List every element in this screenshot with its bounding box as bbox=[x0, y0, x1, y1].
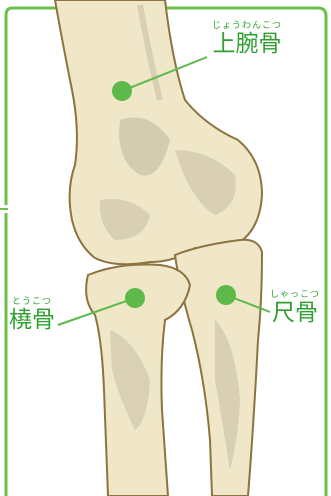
humerus-label: じょうわんこつ 上腕骨 bbox=[205, 22, 289, 57]
ulna-reading: しゃっこつ bbox=[268, 291, 322, 300]
radius-reading: とうこつ bbox=[8, 298, 56, 307]
radius-name: 橈骨 bbox=[8, 307, 56, 333]
humerus-marker bbox=[112, 81, 132, 101]
humerus-reading: じょうわんこつ bbox=[205, 22, 289, 31]
ulna-name: 尺骨 bbox=[268, 300, 322, 326]
ulna-bone bbox=[175, 240, 262, 496]
ulna-marker bbox=[216, 285, 236, 305]
radius-marker bbox=[125, 288, 145, 308]
radius-label: とうこつ 橈骨 bbox=[8, 298, 56, 333]
ulna-label: しゃっこつ 尺骨 bbox=[268, 291, 322, 326]
humerus-name: 上腕骨 bbox=[205, 31, 289, 57]
